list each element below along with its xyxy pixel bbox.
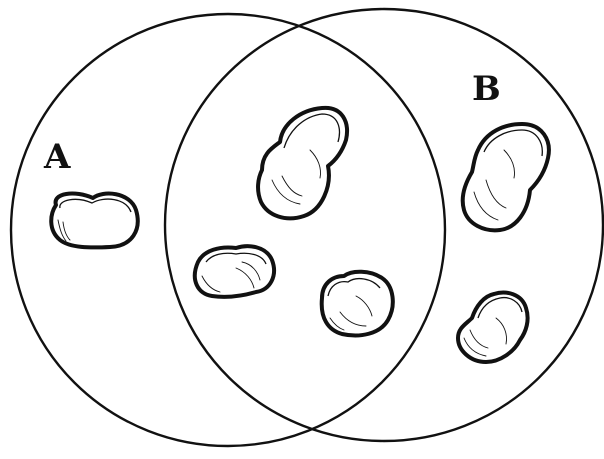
bean-intersection-top (258, 108, 347, 218)
bean-b-only-bottom (458, 293, 528, 362)
bean-b-only-top (463, 124, 549, 230)
set-b-label: B (472, 69, 501, 109)
bean-intersection-right (322, 272, 393, 336)
set-b-circle (165, 9, 603, 441)
set-a-label: A (43, 137, 71, 177)
bean-intersection-left (195, 246, 274, 297)
bean-a-only (51, 194, 137, 248)
